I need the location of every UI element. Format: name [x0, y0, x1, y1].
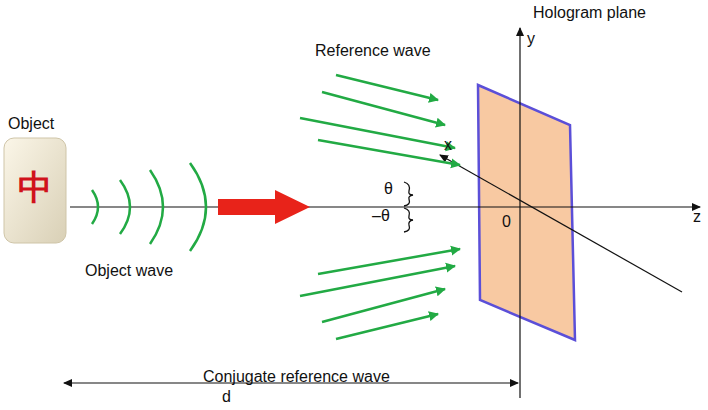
hologram-plane	[478, 85, 575, 340]
origin-label: 0	[502, 213, 511, 231]
y-axis	[519, 28, 520, 398]
angle-label: –θ	[372, 207, 390, 225]
tile-character: 中	[18, 168, 52, 207]
wave-label: Reference wave	[315, 42, 431, 60]
wave-label: Conjugate reference wave	[203, 368, 390, 386]
reference-wave-arrows	[300, 75, 460, 165]
axis-label: y	[527, 30, 535, 48]
propagation-arrow	[218, 190, 310, 224]
angle-brace	[404, 182, 413, 232]
angle-label: θ	[384, 180, 393, 198]
wave-label: Object wave	[85, 262, 173, 280]
axis-label: x	[444, 136, 452, 154]
plane-label: Hologram plane	[533, 4, 646, 22]
mahjong-tile	[4, 138, 66, 243]
conjugate-wave-arrows	[300, 249, 460, 339]
axis-label: z	[693, 208, 701, 226]
dimension-label: d	[222, 388, 231, 406]
object-label: Object	[8, 115, 54, 133]
x-axis	[440, 155, 682, 292]
object-wave	[92, 163, 206, 251]
